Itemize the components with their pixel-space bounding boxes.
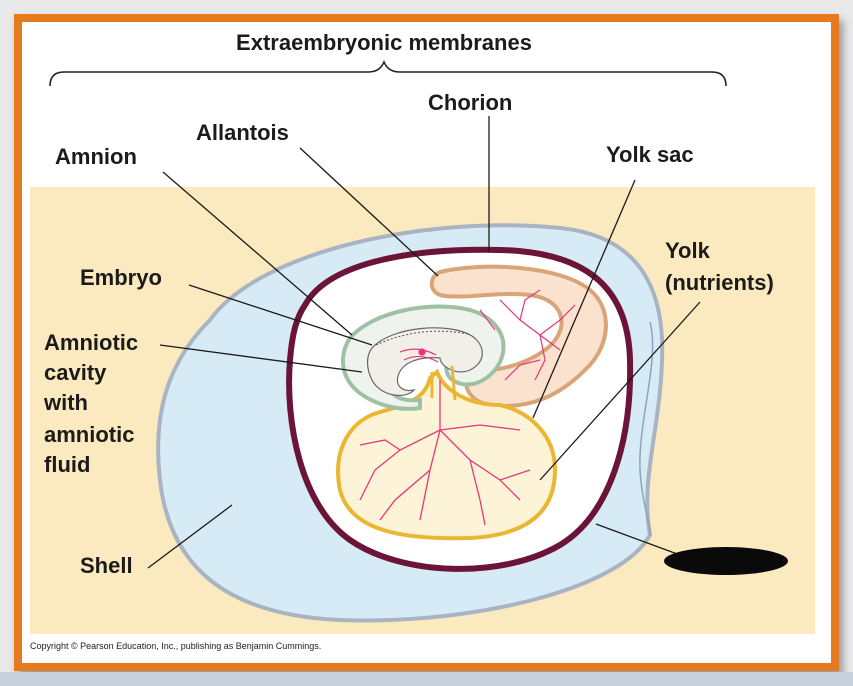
label-amniotic-3: with xyxy=(43,390,88,415)
label-amniotic-1: Amniotic xyxy=(44,330,138,355)
label-yolk-nutrients: (nutrients) xyxy=(665,270,774,295)
embryo-vessels xyxy=(399,348,439,363)
label-amniotic-5: fluid xyxy=(44,452,90,477)
label-amnion: Amnion xyxy=(55,144,137,169)
label-amniotic-4: amniotic xyxy=(44,422,134,447)
label-embryo: Embryo xyxy=(80,265,162,290)
yolk-sac-vessels xyxy=(359,380,531,526)
label-allantois: Allantois xyxy=(196,120,289,145)
diagram-title: Extraembryonic membranes xyxy=(236,30,532,55)
membranes-brace xyxy=(49,59,727,87)
label-amniotic-2: cavity xyxy=(44,360,107,385)
yolk-sac xyxy=(336,368,558,541)
redacted-label xyxy=(664,547,788,575)
copyright-text: Copyright © Pearson Education, Inc., pub… xyxy=(30,641,322,651)
label-chorion: Chorion xyxy=(428,90,512,115)
embryo xyxy=(366,327,483,397)
allantois-vessels xyxy=(479,289,576,381)
bottom-bar xyxy=(0,672,853,686)
label-shell: Shell xyxy=(80,553,133,578)
leader-lines xyxy=(147,116,701,569)
embryo-spine xyxy=(375,330,469,346)
label-yolk-sac: Yolk sac xyxy=(606,142,694,167)
yolk-stalk xyxy=(430,365,457,401)
label-yolk: Yolk xyxy=(665,238,711,263)
